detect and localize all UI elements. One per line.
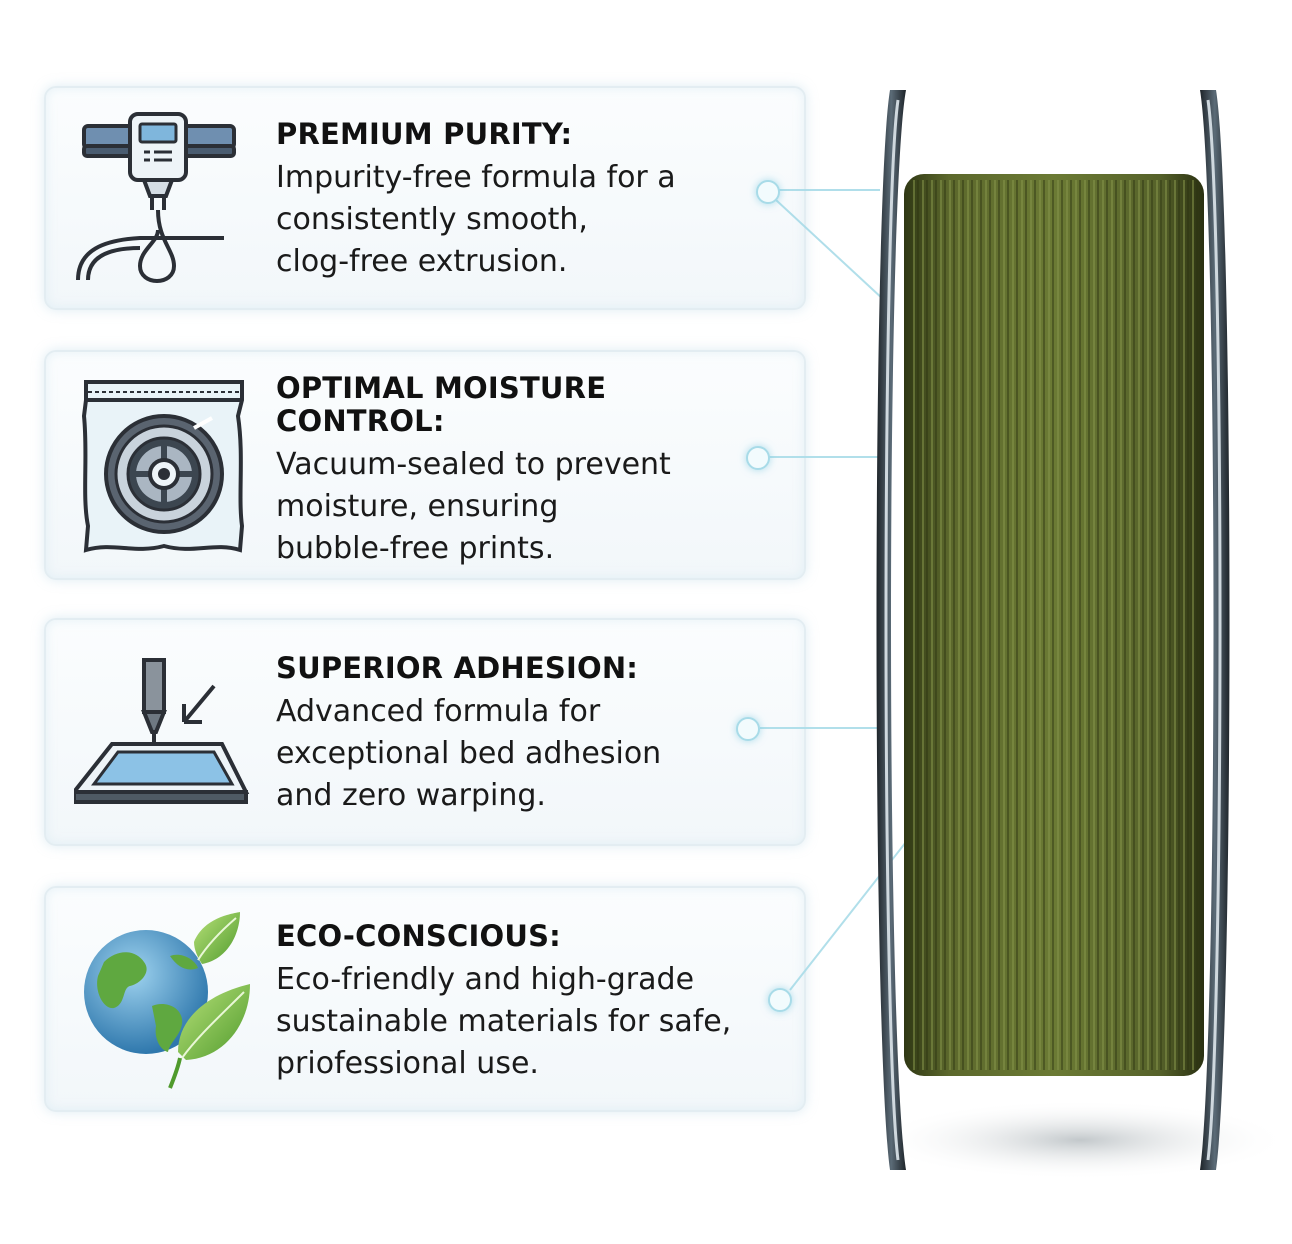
feature-card-adhesion: SUPERIOR ADHESION: Advanced formula for … [44,618,806,846]
extruder-nozzle-icon [76,112,236,283]
connector-dot [746,446,770,470]
feature-description: Advanced formula for exceptional bed adh… [276,694,662,813]
connector-dot [768,988,792,1012]
feature-description: Vacuum-sealed to prevent moisture, ensur… [276,447,671,566]
feature-title: OPTIMAL MOISTURE CONTROL: [276,371,607,438]
feature-card-moisture: OPTIMAL MOISTURE CONTROL: Vacuum-sealed … [44,350,806,580]
vacuum-sealed-spool-icon [81,380,245,553]
globe-leaves-icon [84,912,250,1089]
feature-description: Impurity-free formula for a consistently… [276,160,676,279]
feature-title: PREMIUM PURITY: [276,117,573,151]
connector-dot [736,717,760,741]
connector-dot [756,180,780,204]
feature-title: SUPERIOR ADHESION: [276,651,639,685]
filament-spool-image [870,90,1290,1180]
feature-card-purity: PREMIUM PURITY: Impurity-free formula fo… [44,86,806,310]
feature-card-eco: ECO-CONSCIOUS: Eco-friendly and high-gra… [44,886,806,1112]
feature-title: ECO-CONSCIOUS: [276,919,561,953]
feature-description: Eco-friendly and high-grade sustainable … [276,962,732,1081]
print-bed-icon [74,658,250,804]
